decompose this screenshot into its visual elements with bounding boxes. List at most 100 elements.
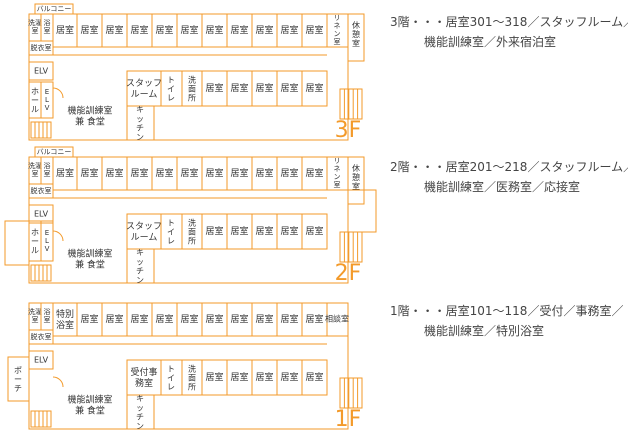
room-label: 居室 — [205, 313, 223, 325]
room-label: 居室 — [80, 24, 98, 36]
room-label: 居室 — [305, 313, 323, 325]
stairs-left — [30, 410, 52, 428]
floor-description-3f: 3階・・・居室301〜318／スタッフルーム／機能訓練室／外来宿泊室 — [390, 12, 628, 52]
floor-description-1f: 1階・・・居室101〜118／受付／事務室／ 機能訓練室／特別浴室 — [390, 301, 623, 341]
room-label: 居室 — [180, 24, 198, 36]
room-label: 洗面所 — [188, 217, 196, 245]
room-label: 居室 — [105, 24, 123, 36]
room-label: 居室 — [105, 313, 123, 325]
desc-line: 1階・・・居室101〜118／受付／事務室／ — [390, 304, 624, 318]
kitchen — [126, 394, 155, 430]
room-label: 居室 — [56, 167, 74, 179]
dining-label: 機能訓練室兼 食堂 — [67, 393, 112, 416]
door-arc — [52, 230, 64, 242]
annex-right — [347, 189, 377, 233]
room-label: トイレ — [167, 218, 175, 245]
room-middle — [301, 359, 328, 396]
desc-line: 2階・・・居室201〜218／スタッフルーム／ — [390, 160, 628, 174]
room-label: 居室 — [280, 225, 298, 237]
kitchen — [126, 105, 155, 141]
room-label: 居室 — [180, 313, 198, 325]
desc-line: 機能訓練室／特別浴室 — [424, 324, 545, 338]
elv-vertical — [40, 220, 54, 262]
room-label: 居室 — [280, 24, 298, 36]
annex — [4, 220, 30, 266]
room-label: 居室 — [230, 24, 248, 36]
room-label: 居室 — [80, 313, 98, 325]
room-rest — [347, 156, 365, 205]
room-label: スタッフルーム — [126, 78, 162, 100]
room-label: 相談室 — [325, 314, 349, 324]
room-label: 洗面所 — [188, 363, 196, 391]
room-label: 居室 — [280, 167, 298, 179]
room-label: 居室 — [230, 371, 248, 383]
room-label: 居室 — [180, 167, 198, 179]
room-label: 居室 — [205, 225, 223, 237]
room-label: キッチン — [136, 105, 144, 142]
hall-label: ホール — [31, 86, 39, 113]
room-label: 浴室 — [44, 18, 51, 35]
room-label: 浴室 — [44, 307, 51, 324]
room-label: 洗濯室 — [28, 18, 42, 35]
floor-label-3f: 3F — [335, 118, 362, 143]
room-label: 居室 — [105, 167, 123, 179]
room-label: 脱衣室 — [31, 186, 52, 195]
room-label: 居室 — [80, 167, 98, 179]
room-label: 居室 — [230, 82, 248, 94]
room-label: キッチン — [136, 394, 144, 431]
room-label: 居室 — [230, 313, 248, 325]
room-middle — [301, 70, 328, 107]
door-arc — [52, 376, 64, 388]
dining-label: 機能訓練室兼 食堂 — [67, 247, 112, 270]
room-label: 居室 — [205, 24, 223, 36]
room-label: 居室 — [255, 371, 273, 383]
stairs-left — [30, 264, 52, 282]
room-label: 居室 — [305, 82, 323, 94]
room-label: 洗濯室 — [28, 161, 42, 178]
dressing-room — [28, 183, 54, 199]
room-label: 居室 — [155, 167, 173, 179]
room-label: 居室 — [305, 225, 323, 237]
room-label: 居室 — [130, 313, 148, 325]
room-label: 居室 — [280, 371, 298, 383]
floor-description-2f: 2階・・・居室201〜218／スタッフルーム／ 機能訓練室／医務室／応接室 — [390, 157, 628, 197]
balcony-label: バルコニー — [37, 148, 72, 156]
room-label: ELV — [34, 210, 49, 219]
room-label: ELV — [34, 356, 49, 365]
room-label: 居室 — [255, 82, 273, 94]
room-label: スタッフルーム — [126, 221, 162, 243]
room-label: 浴室 — [44, 161, 51, 178]
room-label: 居室 — [130, 24, 148, 36]
room-label: 洗面所 — [188, 74, 196, 102]
stairs-right — [339, 231, 363, 263]
room-label: リネン室 — [334, 157, 341, 189]
room-label: 居室 — [305, 24, 323, 36]
desc-line: 機能訓練室／医務室／応接室 — [424, 180, 581, 194]
floor-label-1f: 1F — [335, 407, 362, 432]
room-middle — [301, 213, 328, 250]
room-label: リネン室 — [334, 14, 341, 46]
dressing-room — [28, 40, 54, 56]
room-label: 脱衣室 — [31, 43, 52, 52]
room-label: 居室 — [305, 167, 323, 179]
desc-line: 3階・・・居室301〜318／スタッフルーム／ — [390, 15, 628, 29]
room-label: 居室 — [305, 371, 323, 383]
room-label: 居室 — [230, 167, 248, 179]
kitchen — [126, 248, 155, 284]
room-label: 受付事務室 — [130, 366, 157, 389]
room-label: キッチン — [136, 248, 144, 285]
porch-label: ポーチ — [14, 365, 22, 392]
hall-label: ホール — [31, 227, 39, 254]
room-label: 特別浴室 — [56, 308, 74, 331]
balcony-label: バルコニー — [37, 5, 72, 13]
room-linen — [326, 302, 349, 337]
room-label: 居室 — [255, 313, 273, 325]
room-label: トイレ — [167, 364, 175, 391]
door-arc — [52, 87, 64, 99]
room-label: 居室 — [56, 24, 74, 36]
room-label: 居室 — [205, 167, 223, 179]
floor-label-2f: 2F — [335, 261, 362, 286]
